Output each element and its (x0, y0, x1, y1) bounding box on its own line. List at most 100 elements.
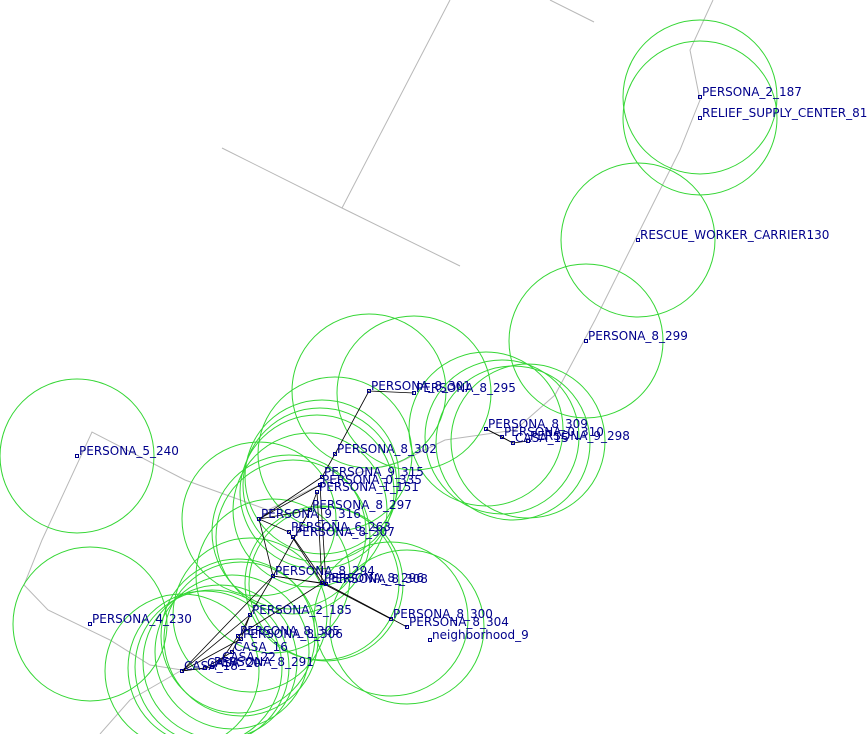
node-marker[interactable] (636, 238, 640, 242)
map-node-persona-6-263[interactable]: PERSONA_6_263 (287, 520, 391, 534)
map-node-casa-15[interactable]: CASA_15 (511, 431, 569, 445)
communication-range-circle (435, 365, 591, 521)
node-label: PERSONA_8_307 (295, 525, 395, 539)
node-marker[interactable] (210, 665, 214, 669)
node-marker[interactable] (75, 454, 79, 458)
node-marker[interactable] (698, 116, 702, 120)
connection-link (485, 428, 514, 444)
map-node-persona-8-301[interactable]: PERSONA_8_301 (367, 379, 471, 393)
node-label: PERSONA_8_291 (214, 655, 314, 669)
node-marker[interactable] (180, 669, 184, 673)
map-node-persona-9-298[interactable]: PERSONA_9_298 (526, 429, 630, 443)
map-node-persona-8-291[interactable]: PERSONA_8_291 (210, 655, 314, 669)
node-marker[interactable] (271, 574, 275, 578)
node-marker[interactable] (428, 638, 432, 642)
node-marker[interactable] (333, 452, 337, 456)
map-node-persona-5-240[interactable]: PERSONA_5_240 (75, 444, 179, 458)
map-node-persona-8-307[interactable]: PERSONA_8_307 (291, 525, 395, 539)
map-node-persona-4-230[interactable]: PERSONA_4_230 (88, 612, 192, 626)
map-node-persona-1-151[interactable]: PERSONA_1_151 (315, 480, 419, 494)
node-marker[interactable] (412, 391, 416, 395)
node-label: PERSONA_8_308 (328, 572, 428, 586)
road-segment (99, 669, 183, 734)
connection-link (292, 536, 327, 585)
node-marker[interactable] (248, 613, 252, 617)
connection-link (316, 491, 323, 584)
node-marker[interactable] (236, 634, 240, 638)
map-node-casa-16[interactable]: CASA_16 (230, 640, 288, 654)
node-marker[interactable] (287, 530, 291, 534)
node-label: PERSONA_8_309 (488, 417, 588, 431)
node-marker[interactable] (389, 617, 393, 621)
node-label: PERSONA_8_297 (312, 498, 412, 512)
map-node-persona-8-305[interactable]: PERSONA_8_305 (236, 624, 340, 638)
communication-range-circle (450, 363, 606, 519)
map-node-persona-0-335[interactable]: PERSONA_0_335 (318, 473, 422, 487)
node-label: CASA_16 (234, 640, 288, 654)
map-node-persona-8-295[interactable]: PERSONA_8_295 (412, 381, 516, 395)
node-label: PERSONA_8_300 (393, 607, 493, 621)
node-label: PERSONA_8_302 (337, 442, 437, 456)
node-marker[interactable] (315, 490, 319, 494)
node-marker[interactable] (320, 581, 324, 585)
map-node-persona-8-300[interactable]: PERSONA_8_300 (389, 607, 493, 621)
node-marker[interactable] (526, 439, 530, 443)
road-segment (267, 0, 714, 511)
map-node-persona-2-187[interactable]: PERSONA_2_187 (698, 85, 802, 99)
map-node-persona-8-302[interactable]: PERSONA_8_302 (333, 442, 437, 456)
map-node-neighborhood-9[interactable]: neighborhood_9 (428, 628, 529, 642)
node-label: PERSONA_2_187 (702, 85, 802, 99)
node-label: PERSONA_1_151 (319, 480, 419, 494)
node-marker[interactable] (291, 535, 295, 539)
communication-range-circle (560, 162, 716, 318)
map-node-persona-8-299[interactable]: PERSONA_8_299 (584, 329, 688, 343)
node-marker[interactable] (88, 622, 92, 626)
map-node-persona-8-309[interactable]: PERSONA_8_309 (484, 417, 588, 431)
node-marker[interactable] (239, 637, 243, 641)
map-node-persona-0-310[interactable]: PERSONA_0_310 (500, 425, 604, 439)
map-node-rescue-130[interactable]: RESCUE_WORKER_CARRIER130 (636, 228, 830, 242)
node-label: PERSONA_8_296 (324, 571, 424, 585)
map-node-persona-8-297[interactable]: PERSONA_8_297 (308, 498, 412, 512)
map-node-casa-20[interactable]: CASA_20 (203, 656, 261, 670)
node-marker[interactable] (500, 435, 504, 439)
communication-range-circle (336, 315, 492, 471)
node-marker[interactable] (308, 508, 312, 512)
node-marker[interactable] (405, 625, 409, 629)
node-label: PERSONA_9_298 (530, 429, 630, 443)
node-marker[interactable] (230, 650, 234, 654)
communication-range-circle (313, 541, 469, 697)
communication-range-circle (242, 407, 398, 563)
node-marker[interactable] (324, 582, 328, 586)
node-label: PERSONA_0_310 (504, 425, 604, 439)
road-segment (23, 431, 269, 671)
node-marker[interactable] (218, 660, 222, 664)
map-node-persona-2-185[interactable]: PERSONA_2_185 (248, 603, 352, 617)
map-node-persona-9-315[interactable]: PERSONA_9_315 (320, 465, 424, 479)
node-marker[interactable] (584, 339, 588, 343)
node-marker[interactable] (367, 389, 371, 393)
connection-link (258, 509, 311, 520)
node-marker[interactable] (203, 666, 207, 670)
map-node-relief-81[interactable]: RELIEF_SUPPLY_CENTER_81 (698, 106, 867, 120)
communication-range-circle (622, 19, 778, 175)
node-marker[interactable] (698, 95, 702, 99)
map-node-casa-22[interactable]: CASA_22 (218, 650, 276, 664)
node-marker[interactable] (318, 483, 322, 487)
communication-range-circle (291, 313, 447, 469)
node-marker[interactable] (484, 427, 488, 431)
map-node-persona-8-308[interactable]: PERSONA_8_308 (324, 572, 428, 586)
map-node-persona-9-316[interactable]: PERSONA_9_316 (257, 507, 361, 521)
node-marker[interactable] (320, 475, 324, 479)
node-marker[interactable] (511, 441, 515, 445)
connection-link (325, 583, 408, 628)
map-node-persona-8-296[interactable]: PERSONA_8_296 (320, 571, 424, 585)
map-node-persona-8-306[interactable]: PERSONA_8_306 (239, 627, 343, 641)
map-node-persona-8-294[interactable]: PERSONA_8_294 (271, 564, 375, 578)
communication-range-circle (172, 537, 328, 693)
connection-link (181, 614, 251, 672)
map-node-persona-8-304[interactable]: PERSONA_8_304 (405, 615, 509, 629)
node-marker[interactable] (257, 517, 261, 521)
communication-range-circle (134, 589, 290, 734)
